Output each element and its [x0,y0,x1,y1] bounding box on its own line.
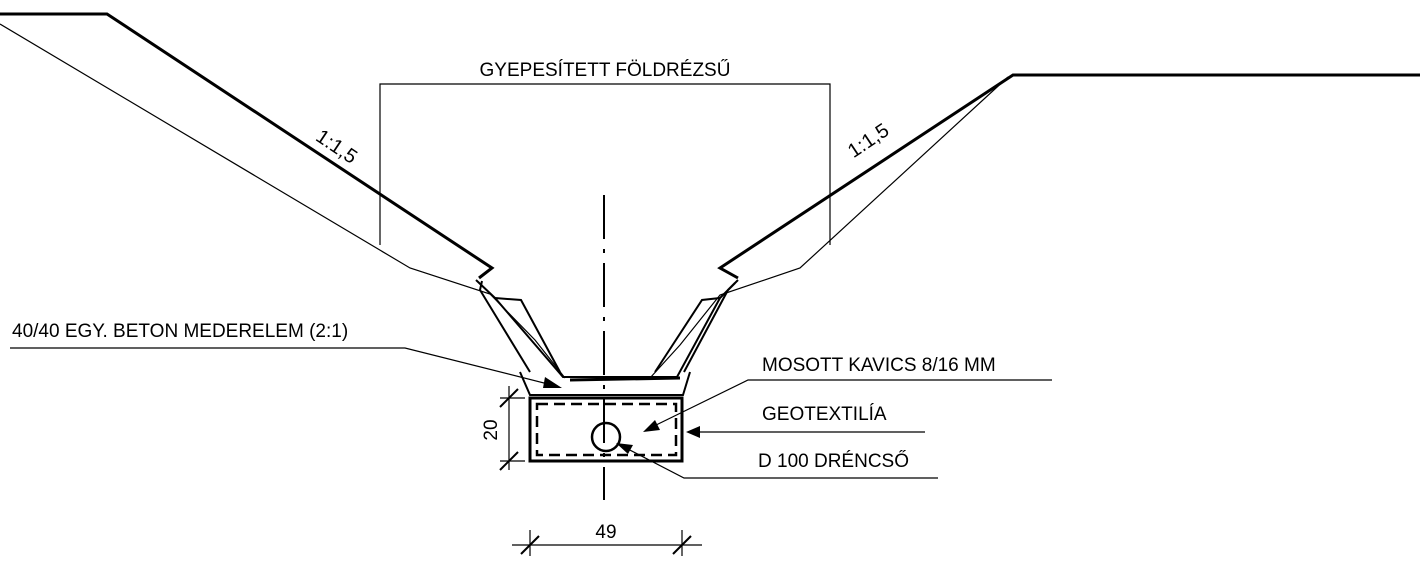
width-dimension-value: 49 [595,522,616,543]
grass-strip-label: GYEPESÍTETT FÖLDRÉZSŰ [480,59,731,81]
drain-pipe-arrow [616,443,633,454]
width-dimension: 49 [512,522,702,556]
channel-lip-right [654,297,721,373]
gravel-trench-outline [528,396,684,463]
grass-strip-bracket [379,83,831,245]
width-tick-left [520,535,540,555]
channel-element-label: 40/40 EGY. BETON MEDERELEM (2:1) [12,321,348,342]
gravel-arrow [643,420,660,432]
geotextile-wrap [535,402,678,457]
drain-pipe-leader [621,445,938,479]
channel-outer-left [475,279,739,378]
drain-pipe-label: D 100 DRÉNCSŐ [758,450,909,472]
channel-bed [569,376,681,382]
slope-label-right: 1:1,5 [844,119,893,162]
height-dimension-value: 20 [481,419,502,440]
channel-element-leader [10,347,553,386]
grass-strip-boundary-right [649,76,1009,379]
height-dimension: 20 [481,386,525,471]
ground-line-right [717,73,1420,280]
geotextile-label: GEOTEXTILÍA [762,404,887,425]
channel-inner-left [478,280,531,373]
concrete-channel-element [475,279,739,396]
ground-line-left [0,12,495,280]
width-tick-right [672,535,692,555]
gravel-label: MOSOTT KAVICS 8/16 MM [762,355,996,376]
geotextile-arrow [686,426,700,438]
drain-pipe [590,421,622,453]
gravel-leader [649,379,1052,429]
height-tick-bottom [499,451,519,471]
slope-label-left: 1:1,5 [312,125,361,168]
channel-base [519,371,691,396]
channel-lip-left [494,297,561,373]
channel-inner-right [683,282,736,373]
channel-element-arrow [543,377,562,388]
height-tick-top [499,388,519,408]
